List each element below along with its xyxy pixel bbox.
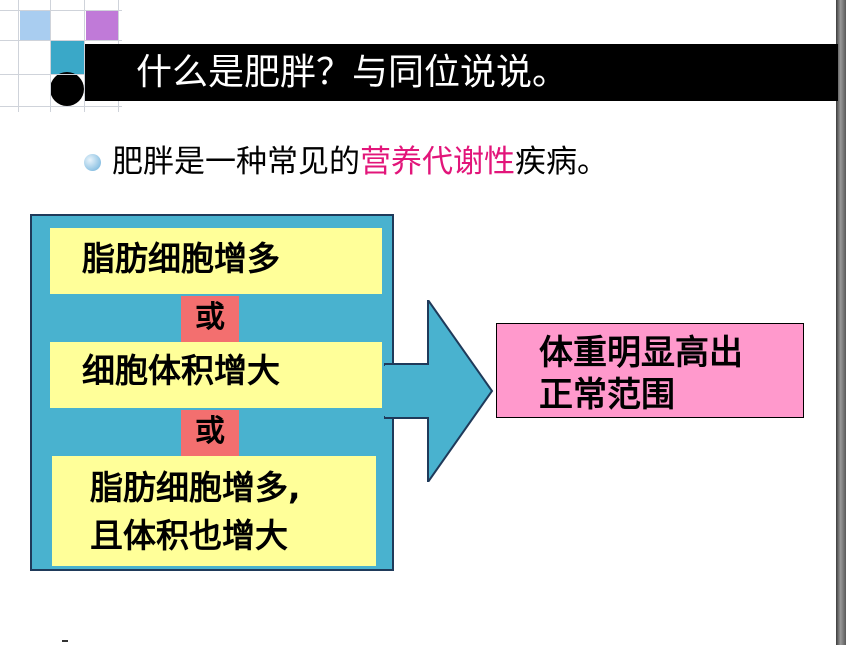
- result-box: 体重明显高出 正常范围: [496, 323, 804, 418]
- result-line-2: 正常范围: [539, 375, 675, 415]
- deco-gridline: [0, 40, 122, 41]
- right-edge-bar: [836, 0, 846, 645]
- title-bar: [85, 44, 838, 101]
- cause-box-3-line-1: 脂肪细胞增多,: [90, 468, 301, 507]
- deco-gridline: [0, 74, 122, 75]
- deco-gridline: [18, 0, 19, 112]
- cause-box-3-line-2: 且体积也增大: [90, 516, 288, 555]
- bullet-text-before: 肥胖是一种常见的: [112, 144, 360, 180]
- cause-box-3: 脂肪细胞增多, 且体积也增大: [52, 456, 376, 566]
- bullet-text-highlight: 营养代谢性: [360, 144, 515, 180]
- or-label-2: 或: [181, 410, 239, 456]
- deco-gridline: [50, 0, 51, 112]
- slide-title: 什么是肥胖？与同位说说。: [136, 52, 569, 93]
- bullet-icon: [84, 154, 101, 171]
- deco-gridline: [0, 10, 122, 11]
- deco-gridline: [0, 106, 122, 107]
- cause-box-2: 细胞体积增大: [50, 342, 382, 408]
- arrow-right-icon: [384, 300, 494, 482]
- deco-square-blue: [20, 10, 50, 40]
- cause-box-1: 脂肪细胞增多: [50, 228, 382, 294]
- bullet-text-after: 疾病。: [515, 144, 608, 180]
- bullet-text: 肥胖是一种常见的营养代谢性疾病。: [112, 140, 608, 184]
- deco-circle-black: [50, 72, 84, 106]
- or-label-1: 或: [181, 296, 239, 342]
- deco-square-purple: [86, 10, 118, 40]
- deco-square-teal: [50, 40, 84, 74]
- deco-gridline: [84, 0, 85, 112]
- footer-mark: [62, 640, 68, 642]
- result-line-1: 体重明显高出: [539, 333, 743, 373]
